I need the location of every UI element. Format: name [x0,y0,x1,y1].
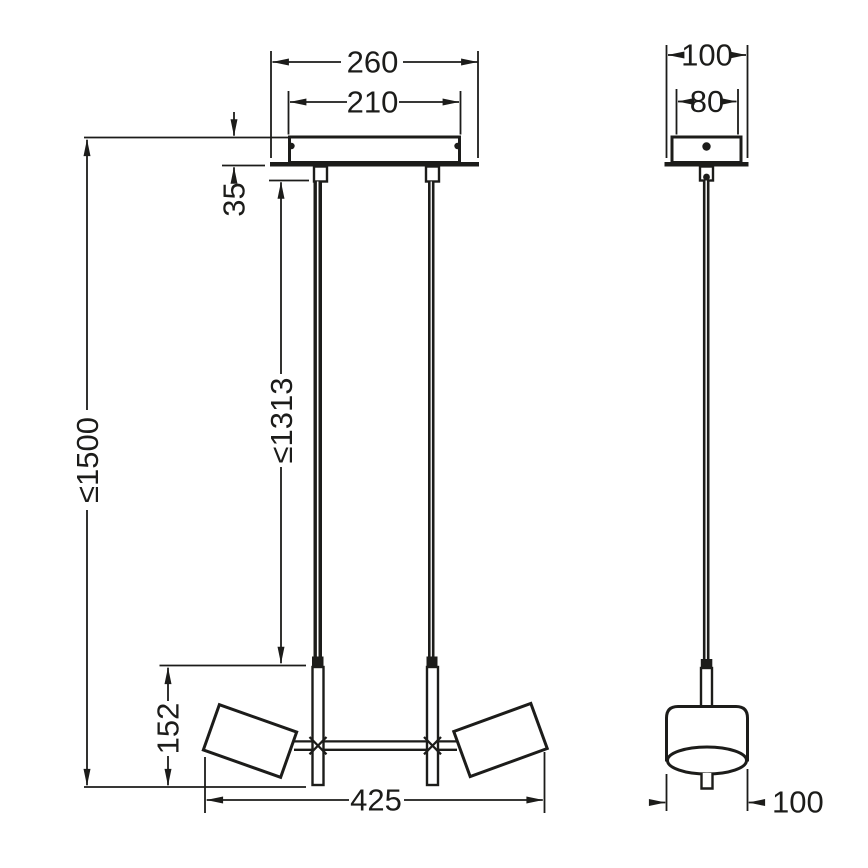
spot-head-right-body [451,701,550,779]
dim-canopy-width-inner: 210 [287,85,462,135]
dim-label-suspension-length: ≤1313 [264,378,299,464]
side-fixture [664,135,749,790]
dim-label-spot-section-height: 152 [151,703,186,755]
down-tube-left [311,665,325,787]
dim-canopy-width-outer: 260 [270,45,479,158]
canopy-screw-right [454,142,461,150]
cable-highlight-right [430,181,432,659]
spot-head-right [451,701,550,779]
label-backing [350,785,403,815]
shade-bottom-rim [666,745,748,776]
dim-label-canopy-width-outer: 260 [347,45,399,80]
dim-label-overall-height: ≤1500 [70,417,105,503]
shade-stem [700,773,714,790]
canopy-base-plate-side [664,162,749,167]
cable-grip-left [312,165,329,183]
cable-grip-screw [703,173,710,181]
label-backing [152,703,184,754]
down-tube-right [425,665,440,787]
side-view: 100 80 [648,38,824,820]
front-view: ≤1500 ≤1313 35 152 [70,45,550,818]
down-tube-side [699,666,714,709]
dim-spot-section-height: 152 [151,664,306,786]
dim-label-fixture-width: 425 [350,783,402,818]
dim-suspension-length: ≤1313 [264,179,309,664]
dim-fixture-width: 425 [204,752,546,818]
dim-canopy-depth-inner: 80 [675,84,739,135]
pivot-joint-right [423,736,442,756]
dim-canopy-depth-outer: 100 [665,38,749,158]
label-backing [265,376,297,465]
canopy-base-plate [270,162,479,167]
label-backing [343,47,403,77]
canopy-screw [702,142,711,151]
dim-canopy-height: 35 [217,112,265,217]
canopy-box [288,135,461,164]
cable-end-right [426,656,438,667]
label-backing [690,87,724,116]
spot-head-left-body [201,702,299,780]
spot-head-left [201,702,299,780]
cable-end-left [312,656,324,667]
label-backing [71,413,103,507]
label-backing [680,41,734,70]
dim-label-canopy-width-inner: 210 [347,85,399,120]
dim-label-canopy-depth-outer: 100 [681,38,733,73]
pivot-joint-left [308,736,328,756]
front-fixture [201,135,550,787]
dim-label-canopy-height: 35 [217,182,252,216]
cable-end-side [700,659,713,668]
dim-label-shade-diameter: 100 [772,785,824,820]
cable-highlight-left [316,181,319,659]
cable-grip-right [424,165,441,183]
dim-label-canopy-depth-inner: 80 [690,84,724,119]
dim-overall-height: ≤1500 [70,136,306,788]
label-backing [348,87,398,117]
cable-highlight-side [705,180,707,662]
dim-shade-diameter: 100 [648,769,824,820]
canopy-screw-left [288,142,295,150]
